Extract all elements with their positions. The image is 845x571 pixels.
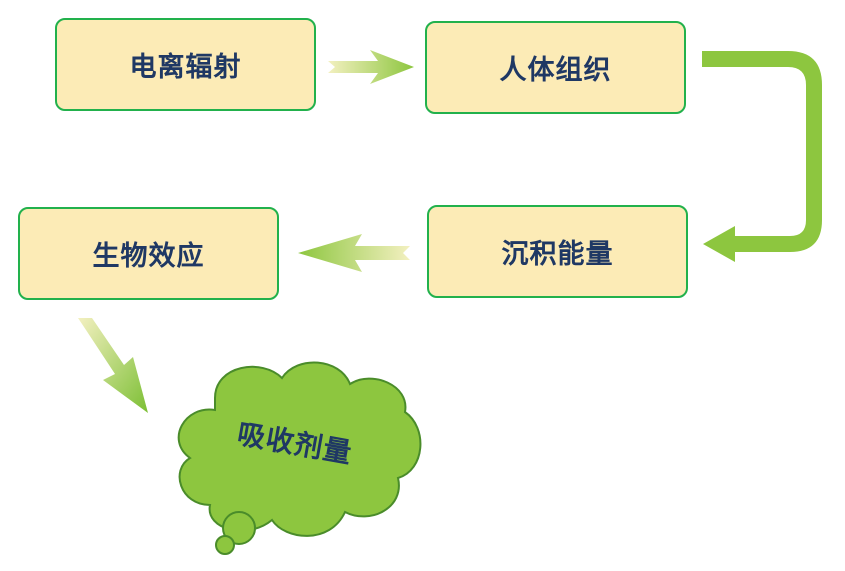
cloud-text: 吸收剂量 xyxy=(234,417,355,470)
node-ionizing-radiation: 电离辐射 xyxy=(55,18,316,111)
node-label: 电离辐射 xyxy=(129,52,242,83)
node-biological-effect: 生物效应 xyxy=(18,207,279,300)
node-label: 人体组织 xyxy=(499,55,612,86)
arrow-energy-to-effect xyxy=(298,234,410,272)
arrow-effect-to-dose xyxy=(78,318,148,413)
node-label: 沉积能量 xyxy=(501,239,614,270)
node-human-tissue: 人体组织 xyxy=(425,21,686,114)
thought-cloud xyxy=(177,361,422,555)
connector-tissue-to-energy xyxy=(702,51,822,262)
node-label: 生物效应 xyxy=(92,241,205,272)
arrow-radiation-to-tissue xyxy=(328,50,414,84)
node-deposited-energy: 沉积能量 xyxy=(427,205,688,298)
